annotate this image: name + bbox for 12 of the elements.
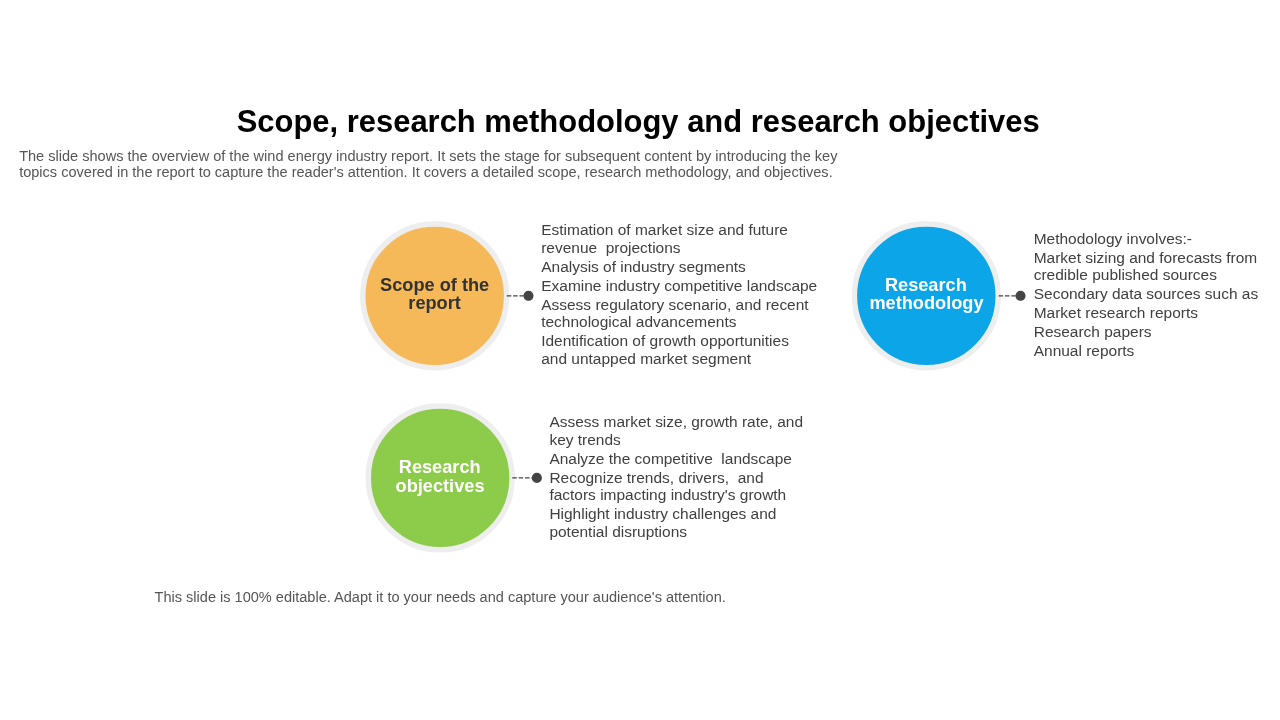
node-circle: Research methodology [851, 221, 1001, 371]
node-text: Methodology involves:- Market sizing and forecasts from credible published sources Secondary data sources such as Market research reports Research papers Annual reports [1033, 229, 1259, 360]
node-circle: Research objectives [365, 403, 515, 553]
connector [506, 290, 534, 301]
node-text: Assess market size, growth rate, and key trends Analyze the competitive landscape Recognize trends, drivers, and factors impacting industry's growth Highlight industry challenges and potential disruptions [549, 413, 804, 540]
node-circle: Scope of the report [360, 221, 510, 371]
diagram-title: Scope, research methodology and research objectives [236, 104, 1040, 140]
node-text: Estimation of market size and future revenue projections Analysis of industry segments Examine industry competitive landscape Assess regulatory scenario, and recent technological advancements Identification of growth opportunities and untapped market segment [541, 221, 818, 367]
connector [511, 472, 542, 483]
label: The slide shows the overview of the wind energy industry report. It sets the stage for subsequent content by introducing the key topics covered in the report to capture the reader's attention. It covers a detailed scope, research methodology, and objectives. [19, 147, 838, 181]
connector [997, 290, 1026, 301]
caption: This slide is 100% editable. Adapt it to your needs and capture your audience's attention. [154, 589, 726, 606]
